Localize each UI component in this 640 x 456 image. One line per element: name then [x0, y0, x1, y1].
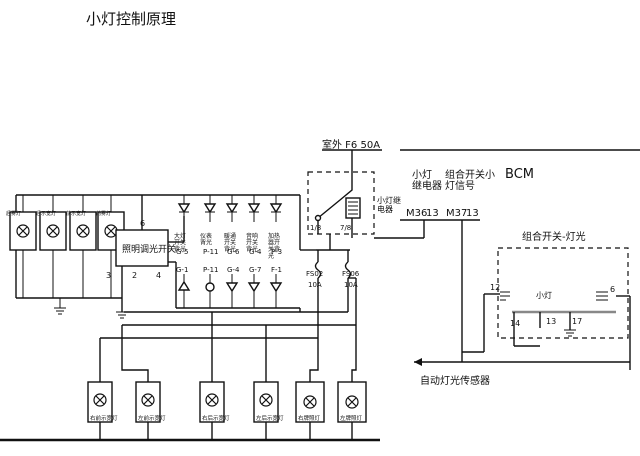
bcm-pin-m37-num: 13: [466, 208, 479, 219]
combo-pin-13: 13: [546, 317, 556, 326]
bcm-pin-m36: M36: [406, 208, 427, 219]
combo-small-lamp-label: 小灯: [536, 290, 552, 300]
relay-pin-left: 1/8: [310, 224, 321, 232]
combo-switch-housing: [497, 247, 629, 339]
bottom-lamp-label-2: 左前示宽灯: [138, 414, 166, 422]
connector-code-5: F-1: [271, 266, 282, 274]
combo-pin-17: 17: [572, 317, 582, 326]
relay-pin-right: 7/8: [340, 224, 351, 232]
connector-code-4: G-7: [249, 266, 261, 274]
bcm-relay-signal-text: 小灯继电器: [412, 169, 442, 192]
connector-top-5: P-3: [271, 248, 282, 256]
connector-code-3: G-4: [227, 266, 240, 274]
dimmer-ground: [116, 311, 128, 319]
side-lamp-label-2: 后示宽灯: [36, 210, 56, 217]
connector-top-1: G-5: [176, 248, 188, 256]
bottom-lamp-label-3: 右后示宽灯: [202, 414, 230, 422]
relay-coil: [345, 197, 361, 219]
lower-diode-1: [177, 280, 191, 291]
indicator-label-4: 音响开关背光: [246, 232, 258, 253]
connector-code-2: P-11: [203, 266, 219, 274]
fuse-2-name: FS06: [342, 270, 360, 278]
connector-top-3: G-6: [227, 248, 240, 256]
dimmer-switch-box: [115, 229, 169, 267]
bottom-lamp-2: [135, 381, 161, 423]
indicator-label-1: 大灯开关背光: [174, 232, 186, 253]
sensor-label: 自动灯光传感器: [420, 374, 490, 387]
page-title: 小灯控制原理: [86, 10, 176, 28]
bcm-relay-signal-label: 小灯继电器: [412, 169, 442, 192]
bottom-lamp-ground-leads: [99, 422, 353, 440]
fuse-1-symbol: [314, 261, 322, 279]
dimmer-switch-label: 照明调光开关: [122, 243, 176, 255]
power-supply-label: 室外 F6 50A: [322, 138, 380, 151]
connector-top-4: G-4: [249, 248, 262, 256]
bottom-lamp-feeds: [99, 312, 357, 382]
bottom-lamp-label-6: 左牌照灯: [340, 414, 363, 422]
side-lamp-label-4: 前雾灯: [96, 210, 111, 217]
lower-led-2: [205, 282, 215, 292]
bcm-label: BCM: [505, 167, 534, 182]
sensor-arrow: [414, 358, 422, 366]
side-lamp-label-1: 后雾灯: [6, 210, 21, 217]
side-lamp-group: [9, 195, 125, 298]
connector-code-1: G-1: [176, 266, 188, 274]
bottom-lamp-label-1: 右前示宽灯: [90, 414, 118, 422]
combo-left-contact: [500, 291, 510, 301]
relay-label-text: 小灯继电器: [377, 195, 401, 214]
indicator-label-5: 加热器开关背光: [268, 232, 280, 260]
combo-switch-label: 组合开关-灯光: [522, 230, 586, 243]
side-lamp-1: [9, 211, 37, 251]
combo-pin-6: 6: [610, 285, 615, 294]
indicator-led-row: [177, 195, 283, 222]
relay-contact-pivot: [314, 214, 322, 222]
side-lamp-2: [39, 211, 67, 251]
fuse-1-rating: 10A: [308, 281, 322, 289]
bottom-lamp-row: [87, 381, 367, 423]
fuse-2-rating: 10A: [344, 281, 358, 289]
bcm-pin-m36-num: 13: [426, 208, 439, 219]
indicator-label-3: 暖通开关背光: [224, 232, 236, 253]
side-lamp-label-3: 前示宽灯: [66, 210, 86, 217]
indicator-lower-row: [177, 274, 283, 308]
fuse-1-name: FS02: [306, 270, 323, 278]
bcm-combo-signal-text: 组合开关小灯信号: [445, 168, 495, 192]
indicator-diode-set: [177, 203, 283, 214]
combo-right-contact: [596, 291, 608, 301]
fuse-2-symbol: [344, 261, 352, 279]
bottom-lamp-4: [253, 381, 279, 423]
bcm-pin-m37: M37: [446, 208, 467, 219]
connector-top-2: P-11: [203, 248, 219, 256]
bottom-lamp-label-5: 右牌照灯: [298, 414, 321, 422]
indicator-label-2: 仪表背光: [200, 232, 212, 247]
dimmer-pin-3: 3: [106, 271, 111, 280]
side-lamp-3: [69, 211, 97, 251]
combo-pin-12: 12: [490, 283, 500, 292]
relay-label: 小灯继电器: [377, 195, 401, 214]
bcm-combo-signal-label: 组合开关小灯信号: [445, 168, 495, 192]
bottom-lamp-5: [295, 381, 325, 423]
combo-ground: [564, 329, 576, 337]
bottom-lamp-label-4: 左后示宽灯: [256, 414, 284, 422]
left-ground-symbol: [54, 298, 66, 315]
lower-diode-set: [225, 282, 283, 293]
dimmer-pin-4: 4: [156, 271, 161, 280]
combo-pin-14: 14: [510, 319, 520, 328]
relay-housing: [307, 171, 375, 235]
dimmer-pin-2: 2: [132, 271, 137, 280]
